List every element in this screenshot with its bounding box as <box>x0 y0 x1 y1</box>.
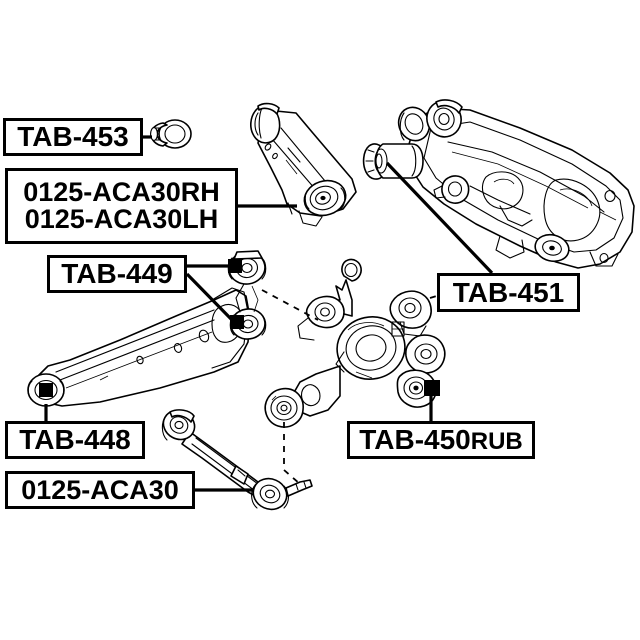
leader-tab-449-lower <box>185 272 236 324</box>
label-aca30lh-text: 0125-ACA30LH <box>24 204 219 234</box>
label-aca30rh-row: 0125-ACA30RH <box>8 179 235 206</box>
leader-tab-451 <box>385 161 494 275</box>
label-upper-arm-rh-lh[interactable]: 0125-ACA30RH 0125-ACA30LH <box>5 168 238 244</box>
label-rub-suffix: RUB <box>470 428 523 455</box>
label-aca30-text: 0125-ACA30 <box>21 474 179 505</box>
label-toe-rod-aca30[interactable]: 0125-ACA30 <box>5 471 195 509</box>
label-tab-453[interactable]: TAB-453 <box>3 118 143 156</box>
dash-lower-arm-to-knuckle <box>261 289 319 321</box>
label-aca30lh-row: 0125-ACA30LH <box>8 206 235 233</box>
part-trailing-arm-bushing <box>362 143 424 180</box>
label-tab-453-text: TAB-453 <box>17 121 129 152</box>
dash-knuckle-to-toe-rod <box>283 422 301 485</box>
marker-tab-449-upper <box>228 259 242 273</box>
label-tab-448[interactable]: TAB-448 <box>5 421 145 459</box>
component-rear-lower-control-arm <box>397 99 635 269</box>
label-tab-451[interactable]: TAB-451 <box>437 273 580 312</box>
label-tab-451-text: TAB-451 <box>452 276 565 308</box>
component-knuckle <box>264 258 446 428</box>
marker-tab-448 <box>39 383 53 397</box>
leader-lines <box>39 135 494 492</box>
component-upper-control-arm <box>250 102 357 227</box>
marker-tab-450rub <box>424 380 440 396</box>
marker-tab-449-lower <box>230 315 244 329</box>
part-upper-arm-front-bushing <box>150 119 192 149</box>
label-tab-450-text: TAB-450 <box>359 424 471 455</box>
label-tab-449-text: TAB-449 <box>61 258 173 289</box>
label-tab-449[interactable]: TAB-449 <box>47 255 187 293</box>
label-aca30rh-text: 0125-ACA30RH <box>23 177 220 207</box>
component-toe-control-rod <box>161 409 313 511</box>
label-tab-448-text: TAB-448 <box>19 424 131 455</box>
